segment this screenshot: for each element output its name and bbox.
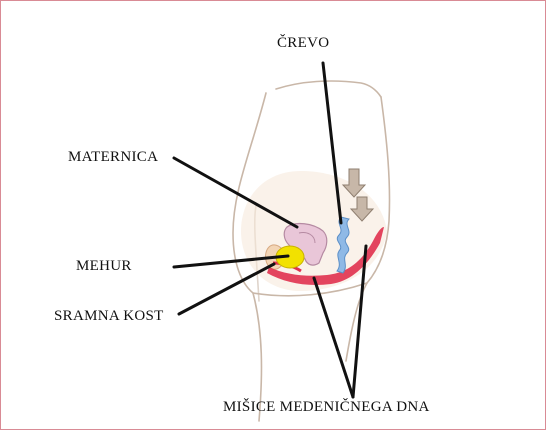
waist-top — [276, 81, 381, 97]
label-sramna-kost: SRAMNA KOST — [54, 308, 164, 325]
label-maternica: MATERNICA — [68, 149, 158, 166]
label-misice-medenicnega-dna: MIŠICE MEDENIČNEGA DNA — [223, 399, 430, 416]
label-crevo: ČREVO — [277, 35, 329, 52]
label-mehur: MEHUR — [76, 258, 132, 275]
leader-misice-1 — [314, 278, 353, 397]
leader-sramna-kost — [179, 264, 274, 314]
